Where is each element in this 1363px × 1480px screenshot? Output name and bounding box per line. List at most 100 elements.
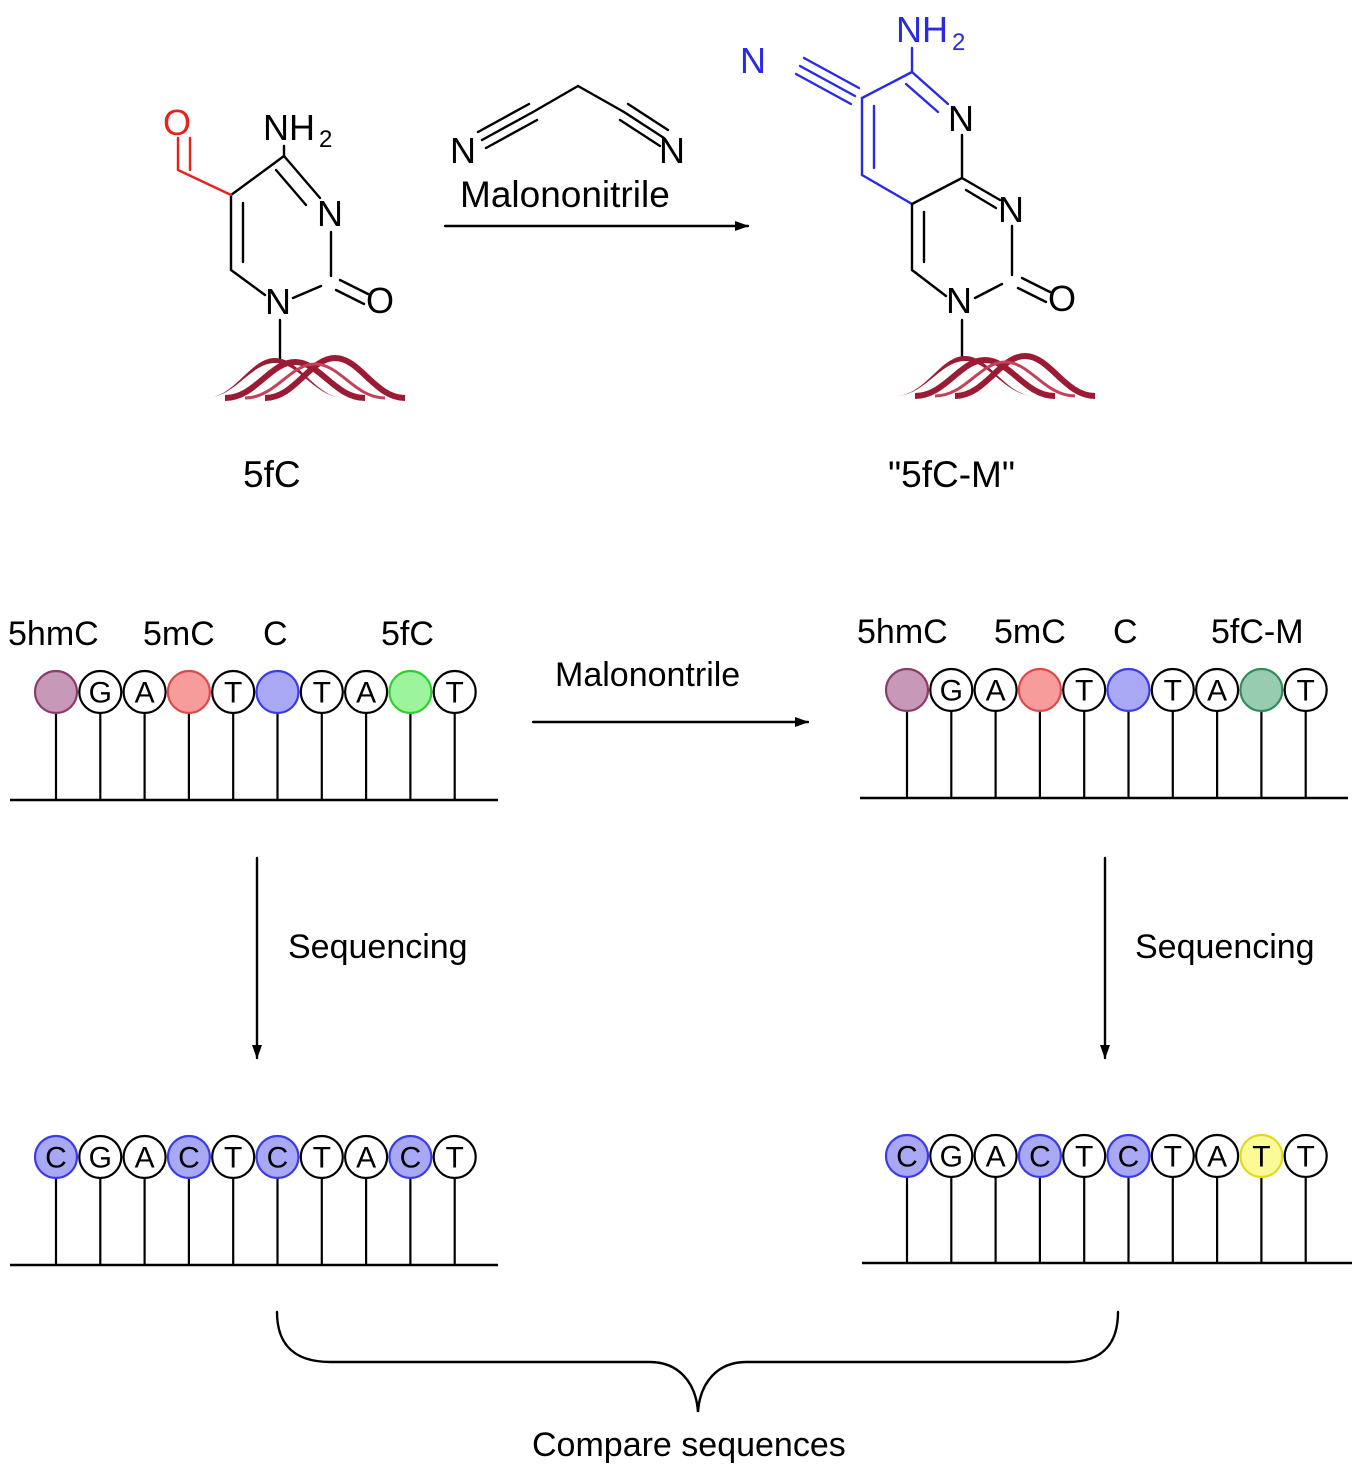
nucleotide-letter: G [940,675,963,708]
nucleotide-letter: G [89,1142,112,1175]
nucleotide-letter: A [356,1142,376,1175]
product-amino-subscript: 2 [952,29,965,56]
nucleotide-circle [1150,667,1195,713]
nucleotide-letter: A [986,1141,1006,1174]
product-5fcm-structure: N NH 2 N N O N [740,9,1095,396]
nucleotide-letter: T [1164,1141,1182,1174]
nucleotide-circle [1062,1133,1107,1179]
reactant-5fc-structure: O NH 2 N O N [163,102,405,398]
product-ring-nitrogen-8-label: N [948,98,974,139]
nucleotide-circle [33,669,79,715]
nucleotide-circle [211,1134,256,1180]
nucleotide-circle [33,1134,79,1180]
nucleotide-circle [388,1134,433,1180]
product-amino-label: NH [896,9,948,50]
nucleotide-circle [344,1134,389,1180]
nucleotide-circle [929,1133,974,1179]
nucleotide-circle [1283,1133,1328,1179]
base-annotation: 5fC-M [1211,613,1304,651]
nucleotide-circle [432,669,477,715]
base-annotation: 5mC [994,613,1066,651]
nucleotide-circle [344,669,389,715]
nucleotide-circle [432,1134,477,1180]
nucleotide-letter: A [1207,675,1227,708]
nucleotide-circle [122,669,167,715]
nucleotide-letter: C [45,1142,67,1175]
reactant-label: 5fC [243,454,301,495]
nucleotide-circle [122,1134,167,1180]
nucleotide-letter: A [135,1142,155,1175]
malononitrile-structure: N N [450,84,685,171]
nucleotide-letter: T [313,677,331,710]
product-ring-nitrogen-3-label: N [998,189,1024,230]
nucleotide-letter: A [1207,1141,1227,1174]
nucleotide-letter: C [896,1141,918,1174]
lower-reaction-label: Malonontrile [555,656,740,694]
nucleotide-letter: C [1118,1141,1140,1174]
formyl-oxygen-label: O [163,102,191,143]
base-annotation: C [263,615,288,653]
nucleotide-letter: C [400,1142,422,1175]
reagent-label: Malononitrile [460,174,670,215]
product-n1-nitrogen-label: N [946,280,972,321]
ring-nitrogen-label: N [317,193,343,234]
nucleotide-letter: C [178,1142,200,1175]
nitrile-nitrogen-right-label: N [659,130,685,171]
nucleotide-letter: G [89,677,112,710]
nucleotide-letter: A [135,677,155,710]
nucleotide-circle [1194,667,1240,713]
nucleotide-letter: T [1164,675,1182,708]
dna-helix-icon [205,358,405,398]
base-annotation: C [1113,613,1138,651]
base-annotation: 5hmC [857,613,948,651]
nucleotide-letter: T [224,1142,242,1175]
base-annotation: 5hmC [8,615,99,653]
nucleotide-letter: T [224,677,242,710]
base-annotation: 5fC [381,615,434,653]
nucleotide-letter: A [356,677,376,710]
nucleotide-circle [211,669,256,715]
compare-brace [275,1310,1120,1413]
sequencing-label-right: Sequencing [1135,928,1315,966]
n1-nitrogen-label: N [265,281,291,322]
amino-label: NH [263,107,315,148]
nucleotide-circle [1017,1133,1063,1179]
nucleotide-circle [255,1134,300,1180]
nucleotide-circle [1150,1133,1195,1179]
nucleotide-letter: C [1029,1141,1051,1174]
nucleotide-circle [1106,667,1151,713]
nucleotide-circle [1283,667,1328,713]
nucleotide-letter: T [1252,1141,1270,1174]
nucleotide-letter: T [1297,1141,1315,1174]
nucleotide-letter: T [1297,675,1315,708]
nucleotide-circle [166,669,211,715]
nucleotide-letter: T [446,1142,464,1175]
nucleotide-circle [78,1134,123,1180]
nucleotide-letter: T [446,677,464,710]
nucleotide-letter: T [1075,1141,1093,1174]
nucleotide-circle [78,669,123,715]
nucleotide-letter: C [267,1142,289,1175]
amino-subscript: 2 [319,126,332,153]
nucleotide-circle [973,667,1018,713]
nucleotide-circle [1194,1133,1240,1179]
product-carbonyl-oxygen-label: O [1048,278,1076,319]
sequencing-label-left: Sequencing [288,928,468,966]
nucleotide-circle [255,669,300,715]
nucleotide-circle [1239,1133,1284,1179]
product-dna-helix-icon [895,356,1095,396]
nucleotide-circle [166,1134,211,1180]
carbonyl-oxygen-label: O [366,280,394,321]
nucleotide-circle [1017,667,1063,713]
base-annotation: 5mC [143,615,215,653]
nucleotide-circle [299,1134,344,1180]
product-label: "5fC-M" [888,454,1015,495]
nucleotide-circle [1239,667,1284,713]
nucleotide-circle [1106,1133,1151,1179]
nucleotide-letter: T [1075,675,1093,708]
nucleotide-letter: T [313,1142,331,1175]
